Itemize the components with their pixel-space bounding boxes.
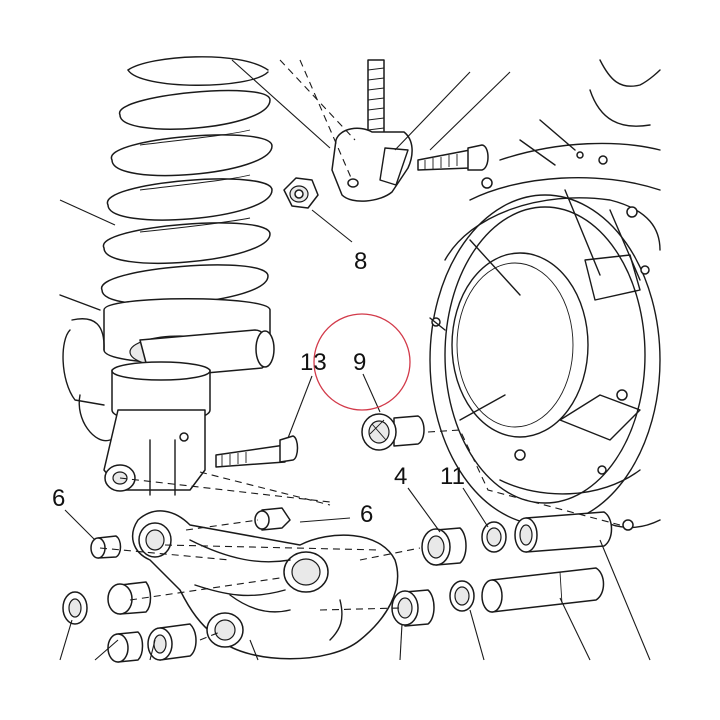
callout-13: 13 bbox=[300, 349, 327, 376]
callout-6-left-partial: 6 bbox=[52, 485, 65, 512]
left-bushings bbox=[62, 535, 197, 663]
callout-8: 8 bbox=[354, 248, 367, 275]
callout-6: 6 bbox=[360, 501, 373, 528]
assembly-axis-lines bbox=[99, 59, 621, 641]
linkage-rod-assembly bbox=[331, 59, 489, 202]
right-bushings-and-sleeves bbox=[391, 511, 613, 627]
bolt-part-13 bbox=[215, 435, 299, 468]
callout-leaders bbox=[59, 59, 651, 661]
callout-4: 4 bbox=[394, 463, 407, 490]
shock-absorber bbox=[59, 56, 275, 496]
flanged-bushing-part-9 bbox=[361, 413, 425, 451]
callout-9: 9 bbox=[353, 349, 366, 376]
highlight-circle bbox=[313, 313, 411, 411]
flange-nut-part-8 bbox=[283, 177, 319, 209]
callout-11: 11 bbox=[440, 463, 465, 490]
small-bolt-part-6 bbox=[254, 507, 291, 531]
engine-case bbox=[429, 59, 661, 531]
